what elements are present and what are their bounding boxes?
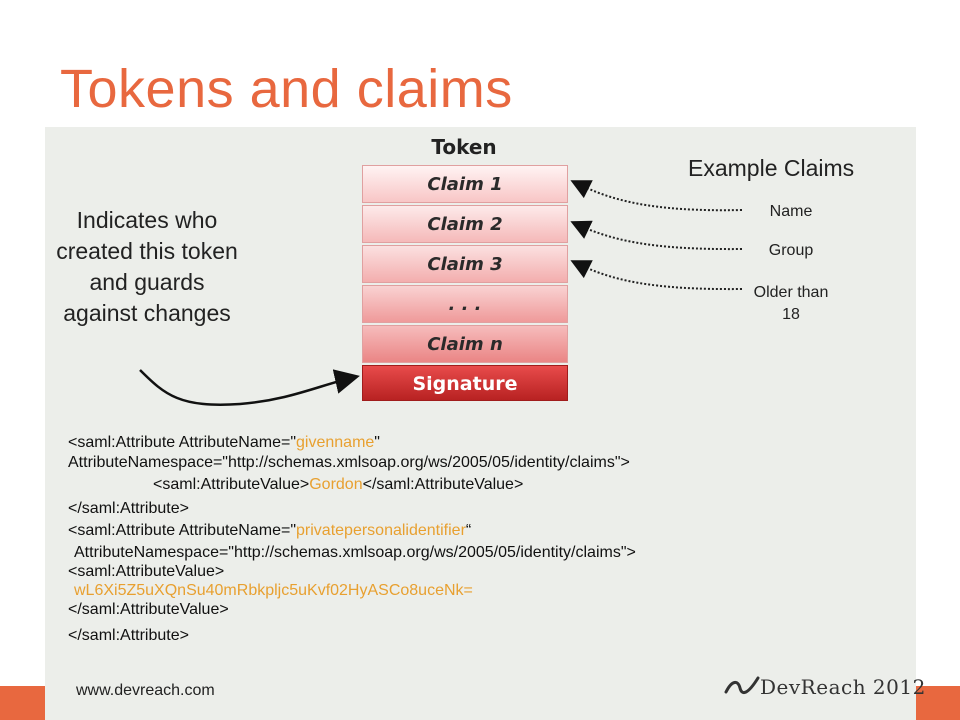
example-claims-title: Example Claims xyxy=(688,155,855,181)
devreach-swoosh-icon xyxy=(724,676,760,695)
xml-line-3: <saml:AttributeValue>Gordon</saml:Attrib… xyxy=(153,476,524,493)
claim-block-ellipsis: . . . xyxy=(362,285,568,323)
claim-block-n: Claim n xyxy=(362,325,568,363)
xml-line-2: AttributeNamespace="http://schemas.xmlso… xyxy=(68,454,630,471)
example-claim-name: Name xyxy=(769,203,813,220)
signature-note: Indicates who created this token and gua… xyxy=(56,207,238,326)
logo-text: DevReach 2012 xyxy=(760,675,926,699)
xml-line-5: <saml:Attribute AttributeName="privatepe… xyxy=(68,522,472,539)
token-stack: Claim 1 Claim 2 Claim 3 . . . Claim n Si… xyxy=(362,165,568,401)
example-claim-older: Older than 18 xyxy=(753,284,829,323)
example-claim-group: Group xyxy=(768,242,814,259)
signature-block: Signature xyxy=(362,365,568,401)
claim-block-2: Claim 2 xyxy=(362,205,568,243)
xml-line-1: <saml:Attribute AttributeName="givenname… xyxy=(68,434,380,451)
xml-line-8: wL6Xi5Z5uXQnSu40mRbkpljc5uKvf02HyASCo8uc… xyxy=(74,582,473,599)
footer-accent-right xyxy=(916,686,960,720)
xml-line-10: </saml:Attribute> xyxy=(68,627,189,644)
claim-block-1: Claim 1 xyxy=(362,165,568,203)
arrow-name-to-claim1 xyxy=(570,180,743,212)
token-label: Token xyxy=(431,135,497,159)
footer-accent-left xyxy=(0,686,45,720)
footer-url: www.devreach.com xyxy=(76,682,215,699)
arrow-note-to-signature xyxy=(139,369,360,406)
xml-line-6: AttributeNamespace="http://schemas.xmlso… xyxy=(74,544,636,561)
xml-line-7: <saml:AttributeValue> xyxy=(68,563,225,580)
claim-block-3: Claim 3 xyxy=(362,245,568,283)
arrow-older-to-claim3 xyxy=(570,260,743,291)
xml-line-4: </saml:Attribute> xyxy=(68,500,189,517)
slide-title: Tokens and claims xyxy=(60,59,513,119)
xml-line-9: </saml:AttributeValue> xyxy=(68,601,229,618)
arrow-group-to-claim2 xyxy=(570,220,743,251)
devreach-logo: DevReach 2012 xyxy=(724,672,926,702)
